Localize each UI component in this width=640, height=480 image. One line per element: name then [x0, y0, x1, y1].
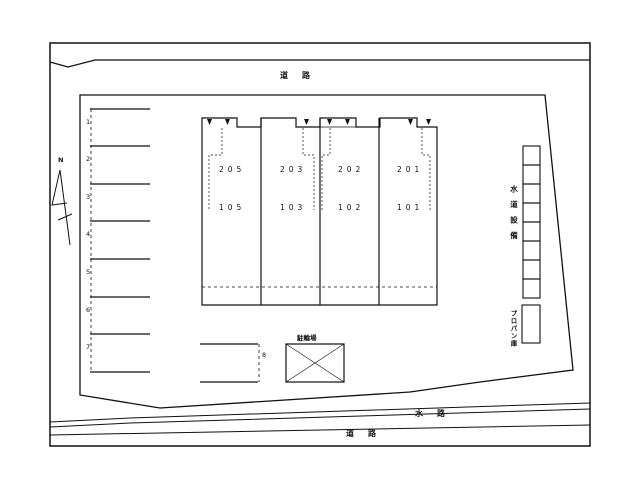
bicycle-parking-area: [285, 343, 345, 383]
parking-number: 7: [86, 343, 90, 351]
unit-number: 101: [397, 203, 423, 212]
canal-line-upper: [49, 402, 591, 423]
unit-number: 202: [338, 165, 364, 174]
propane-label: プロパン庫: [509, 309, 517, 348]
unit-partitions: [260, 118, 380, 305]
propane-storage: [521, 304, 541, 344]
canal-label: 水路: [414, 408, 459, 418]
unit-number: 105: [219, 203, 245, 212]
top-road-edge: [49, 59, 590, 68]
outer-frame: [49, 42, 591, 447]
top-road-label: 道路: [280, 70, 324, 80]
bicycle-parking-label: 駐輪場: [297, 333, 317, 342]
unit-number: 205: [219, 165, 245, 174]
parking-number: 4: [86, 230, 90, 238]
unit-number: 201: [397, 165, 423, 174]
parking-number: 2: [86, 155, 90, 163]
utility-boxes: [522, 145, 541, 299]
parking-lines: [90, 108, 150, 373]
parking-number: 3: [86, 193, 90, 201]
parking-number: 8: [262, 351, 266, 359]
bottom-road-line: [49, 424, 591, 436]
utility-label: 水道設備: [509, 184, 518, 247]
unit-number: 203: [280, 165, 306, 174]
unit-number: 103: [280, 203, 306, 212]
site-boundary: [79, 94, 574, 409]
interior-dashed-lines: [208, 128, 431, 210]
north-label: N: [58, 156, 63, 164]
parking-stall-8: [200, 343, 258, 383]
canal-line-lower: [49, 408, 591, 428]
unit-number: 102: [338, 203, 364, 212]
parking-number: 1: [86, 118, 90, 126]
parking-number: 5: [86, 268, 90, 276]
parking-number: 6: [86, 306, 90, 314]
north-arrow-icon: [51, 169, 73, 246]
building-top-detail: [236, 118, 418, 128]
bottom-road-label: 道路: [346, 428, 390, 438]
entrance-marker-icons: [207, 119, 431, 125]
